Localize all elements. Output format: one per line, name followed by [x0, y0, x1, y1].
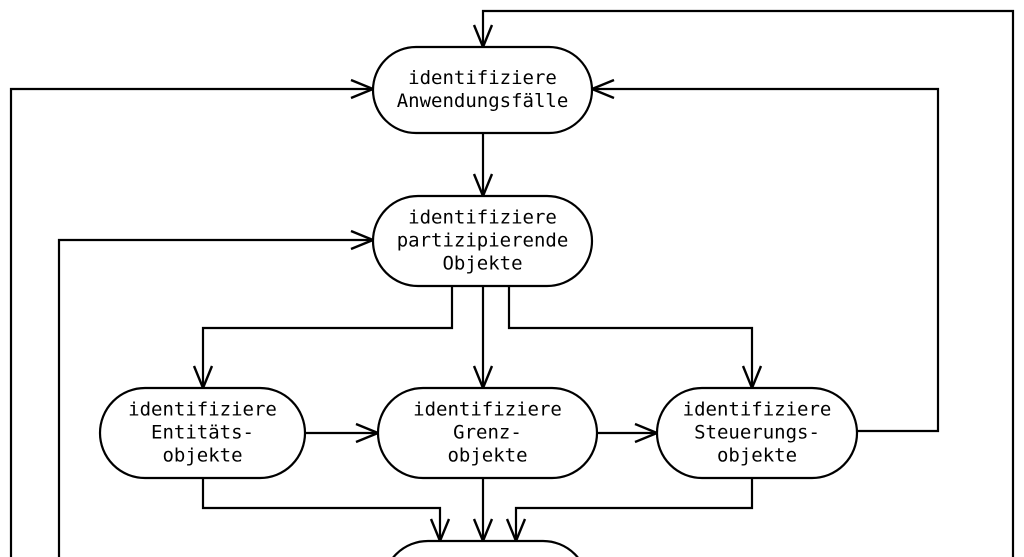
edge-left-outer-loop-to-anwendungsfaelle: [9, 78, 377, 557]
edge-partizipierende-objekte-to-steuerungsobjekte: [507, 286, 763, 392]
edge-outer-top-loop-to-anwendungsfaelle-line: [481, 9, 1015, 557]
identifiziere-entitaetsobjekte-label-line-2: objekte: [162, 445, 242, 467]
identifiziere-grenzobjekte-label-line-2: objekte: [447, 445, 527, 467]
edge-anwendungsfaelle-to-partizipierende-objekte: [472, 133, 494, 200]
identifiziere-partizipierende-objekte-outline: [371, 194, 594, 288]
edge-entitaetsobjekte-to-grenzobjekte: [305, 422, 382, 444]
edge-left-outer-loop-to-anwendungsfaelle-line: [9, 87, 373, 557]
nodes-layer: identifiziereAnwendungsfälleidentifizier…: [98, 45, 859, 557]
edges-layer: [9, 9, 1015, 557]
identifiziere-partizipierende-objekte-label-line-0: identifiziere: [408, 207, 557, 229]
edge-steuerungsobjekte-to-anwendungsfaelle: [588, 78, 940, 433]
identifiziere-entitaetsobjekte-label-line-1: Entitäts-: [151, 422, 254, 444]
identifiziere-steuerungsobjekte-label-line-0: identifiziere: [683, 399, 832, 421]
edge-entitaetsobjekte-to-bottom-node-line: [201, 478, 442, 541]
identifiziere-entitaetsobjekte-label-line-0: identifiziere: [128, 399, 277, 421]
identifiziere-anwendungsfaelle-label-line-0: identifiziere: [408, 67, 557, 89]
edge-steuerungsobjekte-to-bottom-node-line: [514, 478, 754, 541]
identifiziere-anwendungsfaelle-outline: [371, 45, 594, 135]
edge-partizipierende-objekte-to-entitaetsobjekte: [192, 286, 454, 392]
identifiziere-grenzobjekte-label-line-0: identifiziere: [413, 399, 562, 421]
edge-grenzobjekte-to-bottom-node: [472, 478, 494, 545]
edge-grenzobjekte-to-steuerungsobjekte: [597, 422, 661, 444]
edge-partizipierende-objekte-to-steuerungsobjekte-line: [507, 286, 754, 388]
identifiziere-entitaetsobjekte-outline: [98, 386, 307, 480]
bottom-node-clipped-outline: [392, 539, 579, 557]
identifiziere-steuerungsobjekte-outline: [655, 386, 859, 480]
edge-steuerungsobjekte-to-anwendungsfaelle-line: [592, 87, 940, 433]
identifiziere-steuerungsobjekte-label-line-1: Steuerungs-: [694, 422, 820, 444]
edge-partizipierende-objekte-to-entitaetsobjekte-line: [201, 286, 454, 388]
bottom-node-clipped[interactable]: [383, 539, 588, 557]
edge-entitaetsobjekte-to-bottom-node: [201, 478, 451, 545]
identifiziere-partizipierende-objekte-label-line-1: partizipierende: [397, 230, 569, 252]
edge-left-inner-loop-to-partizipierende-objekte-line: [57, 238, 373, 557]
identifiziere-steuerungsobjekte-label-line-2: objekte: [717, 445, 797, 467]
identifiziere-grenzobjekte-outline: [376, 386, 599, 480]
edge-steuerungsobjekte-to-bottom-node: [505, 478, 754, 545]
identifiziere-partizipierende-objekte-label-line-2: Objekte: [442, 253, 522, 275]
identifiziere-grenzobjekte-label-line-1: Grenz-: [453, 422, 522, 444]
identifiziere-anwendungsfaelle-label-line-1: Anwendungsfälle: [397, 90, 569, 112]
edge-partizipierende-objekte-to-grenzobjekte: [472, 286, 494, 392]
